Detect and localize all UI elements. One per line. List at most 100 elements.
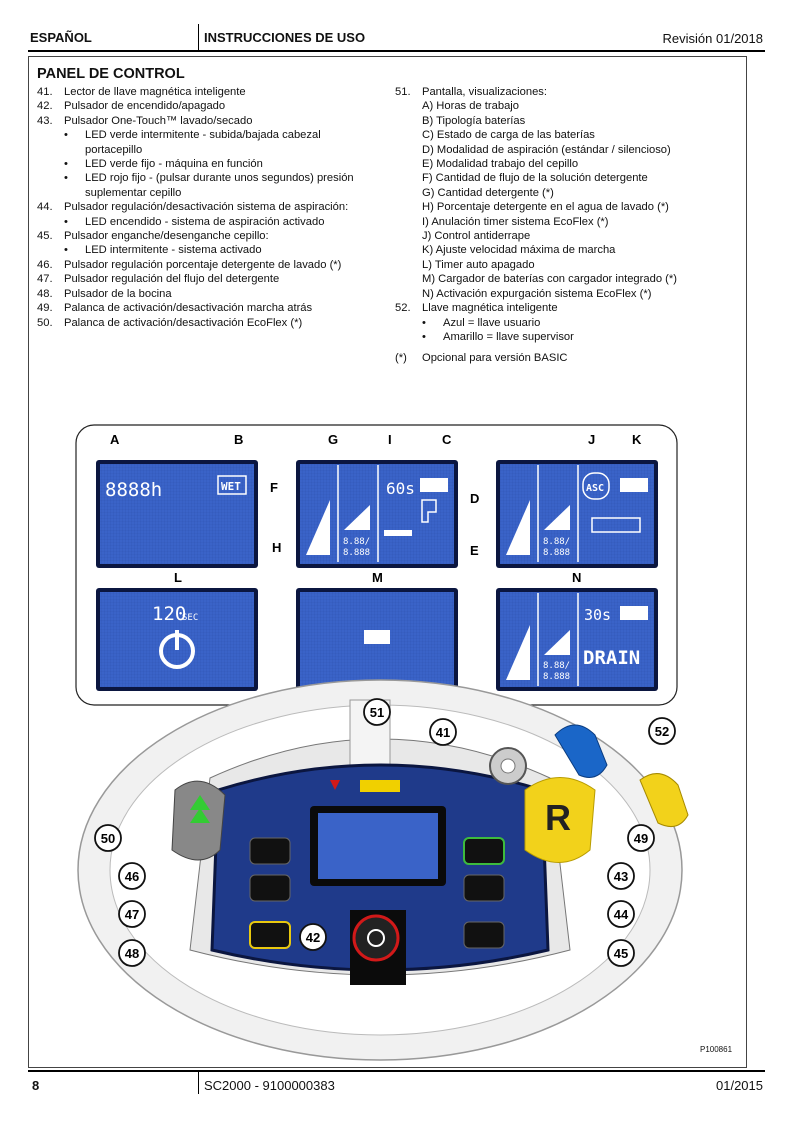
bullet-text: LED rojo fijo - (pulsar durante unos seg… (85, 172, 354, 185)
list-item: 42.Pulsador de encendido/apagado (37, 99, 387, 113)
callout-41: 41 (429, 718, 457, 746)
list-item: A) Horas de trabajo (422, 100, 520, 113)
svg-text:41: 41 (436, 725, 450, 740)
item-number: 50. (37, 316, 53, 329)
item-text: Pulsador regulación del flujo del deterg… (64, 273, 280, 286)
bullet-text: Azul = llave usuario (443, 316, 541, 329)
item-number: 44. (37, 201, 53, 214)
screen-letter-g: G (328, 432, 338, 447)
brush-button[interactable] (463, 921, 505, 949)
item-text: Lector de llave magnética inteligente (64, 86, 246, 98)
bullet-text: LED intermitente - sistema activado (85, 244, 262, 257)
horn-button[interactable] (249, 921, 291, 949)
footer-page: 8 (32, 1078, 40, 1093)
screen-letter-a: A (110, 432, 120, 447)
screen-letter-b: B (234, 432, 243, 447)
screen-l: 120 SEC (96, 588, 258, 691)
detergent-pct-n2: 8.888 (543, 672, 570, 682)
screen-a-b: 8888h WET (96, 460, 258, 568)
screen-letter-k: K (632, 432, 642, 447)
left-item-list: 41.Lector de llave magnética inteligente… (37, 85, 387, 330)
header-revision: Revisión 01/2018 (662, 31, 763, 46)
bullet-text: LED verde fijo - máquina en función (85, 158, 263, 171)
callout-51: 51 (363, 698, 391, 726)
list-item: suplementar cepillo (85, 186, 182, 199)
item-number: 48. (37, 287, 53, 300)
screen-j-k: 8.88/ 8.888 ASC (496, 460, 658, 568)
list-item: 50.Palanca de activación/desactivación E… (37, 316, 387, 330)
item-number: 51. (395, 86, 411, 98)
svg-text:43: 43 (614, 869, 628, 884)
battery-charger-icon (364, 630, 390, 644)
footer-divider (198, 1072, 199, 1094)
svg-text:44: 44 (614, 907, 629, 922)
page-header: ESPAÑOL INSTRUCCIONES DE USO Revisión 01… (28, 24, 765, 52)
detergent-pct-n: 8.88/ (543, 661, 570, 671)
main-display (318, 813, 438, 879)
item-number: 45. (37, 230, 53, 243)
one-touch-button[interactable] (463, 837, 505, 865)
callout-group: 51 41 52 50 49 46 43 47 44 48 42 45 (94, 698, 676, 967)
blue-key (554, 724, 608, 778)
item-text: Pulsador enganche/desenganche cepillo: (64, 230, 269, 243)
yellow-key (639, 773, 689, 828)
item-text: Pulsador de la bocina (64, 287, 172, 300)
header-section: INSTRUCCIONES DE USO (204, 30, 366, 45)
control-panel: R (77, 679, 689, 1061)
reverse-r-icon: R (545, 797, 571, 838)
auto-off-unit: SEC (182, 613, 198, 623)
screen-letter-h: H (272, 540, 281, 555)
note-text: Opcional para versión BASIC (422, 352, 568, 364)
callout-45: 45 (607, 939, 635, 967)
item-text: Llave magnética inteligente (422, 302, 558, 315)
svg-text:47: 47 (125, 907, 139, 922)
reverse-lever[interactable] (524, 777, 596, 863)
callout-50: 50 (94, 824, 122, 852)
power-button[interactable] (352, 914, 400, 962)
list-item: LED encendido - sistema de aspiración ac… (37, 215, 387, 230)
ecoflex-timer: 60s (386, 479, 415, 498)
screen-letter-e: E (470, 543, 479, 558)
svg-text:42: 42 (306, 930, 320, 945)
item-text: Pulsador One-Touch™ lavado/secado (64, 114, 253, 127)
list-item: 48. Pulsador de la bocina (37, 287, 387, 301)
footer-date: 01/2015 (716, 1078, 763, 1093)
list-item: LED rojo fijo - (pulsar durante unos seg… (37, 171, 387, 186)
list-item: K) Ajuste velocidad máxima de marcha (422, 244, 616, 257)
svg-text:48: 48 (125, 946, 139, 961)
list-item: 43.Pulsador One-Touch™ lavado/secado (37, 114, 387, 128)
detergent-flow-button[interactable] (249, 874, 291, 902)
optional-note: (*) Opcional para versión BASIC (395, 351, 568, 365)
list-item: H) Porcentaje detergente en el agua de l… (422, 201, 669, 214)
list-item: N) Activación expurgación sistema EcoFle… (422, 287, 652, 300)
list-item: D) Modalidad de aspiración (estándar / s… (422, 143, 671, 156)
svg-text:46: 46 (125, 869, 139, 884)
list-item: G) Cantidad detergente (*) (422, 186, 554, 199)
note-mark: (*) (395, 352, 407, 364)
list-item: 41.Lector de llave magnética inteligente (37, 85, 387, 99)
list-item: portacepillo (85, 143, 143, 156)
vacuum-button[interactable] (463, 874, 505, 902)
list-item: LED verde fijo - máquina en función (37, 157, 387, 172)
screen-n: 8.88/ 8.888 30s DRAIN (496, 588, 658, 691)
callout-52: 52 (648, 717, 676, 745)
item-number: 49. (37, 302, 53, 315)
screen-letter-m: M (372, 570, 383, 585)
battery-type-label: WET (221, 480, 241, 493)
header-divider (198, 24, 199, 50)
callout-49: 49 (627, 824, 655, 852)
list-item: M) Cargador de baterías con cargador int… (422, 273, 677, 286)
list-item: Amarillo = llave supervisor (395, 330, 735, 345)
bullet-text: Amarillo = llave supervisor (443, 330, 574, 343)
list-item: LED verde intermitente - subida/bajada c… (37, 128, 387, 143)
detergent-pct-button[interactable] (249, 837, 291, 865)
list-item: Azul = llave usuario (395, 316, 735, 331)
screen-letter-j: J (588, 432, 595, 447)
list-item: 44.Pulsador regulación/desactivación sis… (37, 200, 387, 214)
section-title: PANEL DE CONTROL (37, 66, 185, 82)
detergent-pct: 8.88/ (343, 537, 370, 547)
item-text: Pantalla, visualizaciones: (422, 86, 547, 98)
list-item: F) Cantidad de flujo de la solución dete… (422, 172, 648, 185)
svg-text:51: 51 (370, 705, 384, 720)
item-number: 52. (395, 302, 411, 315)
